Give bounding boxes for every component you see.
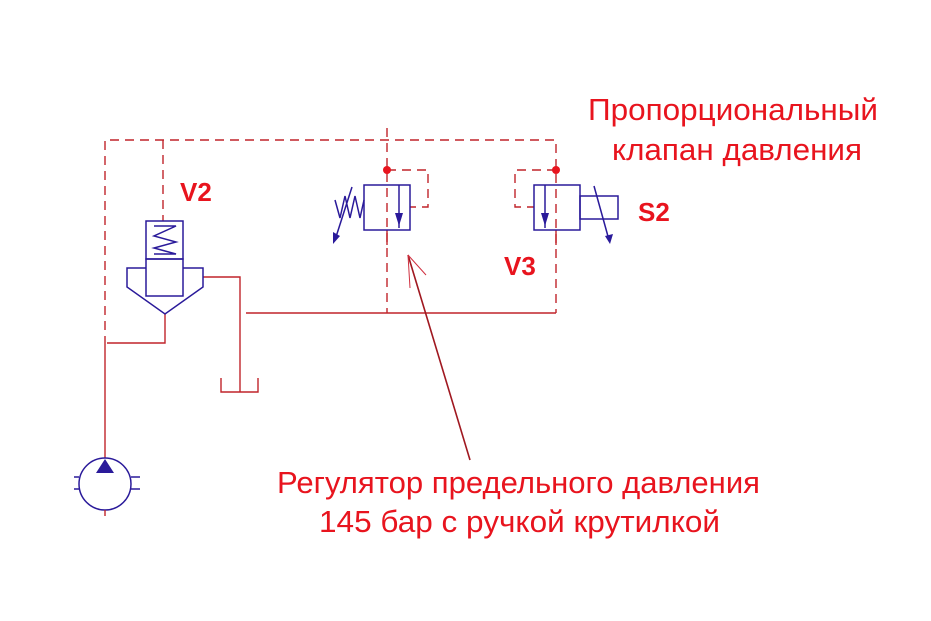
valve-pressure-limiter	[333, 166, 411, 244]
label-regulator-line1: Регулятор предельного давления	[277, 465, 760, 500]
adjustable-spring-icon	[334, 195, 365, 219]
annotation-arrow	[407, 254, 471, 461]
label-v3: V3	[504, 251, 536, 281]
junction-dot	[552, 166, 560, 174]
pilot-lines	[104, 128, 557, 345]
junction-dot	[383, 166, 391, 174]
solenoid-icon	[579, 195, 619, 220]
label-proportional-line2: клапан давления	[612, 132, 862, 167]
label-v2: V2	[180, 177, 212, 207]
pump-icon	[74, 457, 140, 516]
spring-icon	[151, 225, 179, 255]
valve-v3-proportional	[533, 166, 619, 244]
label-s2: S2	[638, 197, 670, 227]
label-proportional-line1: Пропорциональный	[588, 92, 878, 127]
valve-v2	[126, 220, 204, 315]
label-regulator-line2: 145 бар с ручкой крутилкой	[319, 504, 720, 539]
pressure-lines	[104, 230, 557, 458]
